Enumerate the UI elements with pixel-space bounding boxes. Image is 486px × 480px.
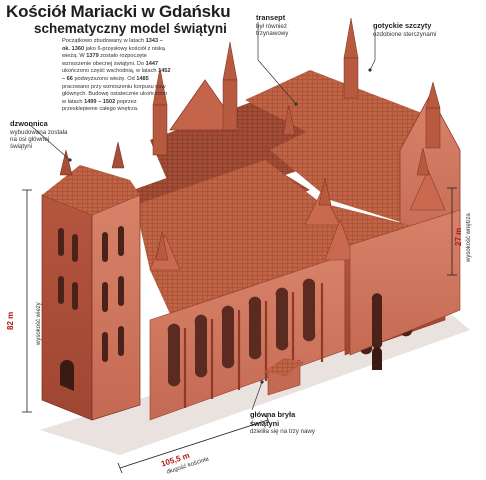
intro-date: 1343 – ok. 1360 <box>62 38 163 52</box>
east-gable <box>169 79 241 131</box>
callout-transept-heading: transept <box>256 13 286 22</box>
tower-height-text: wysokość wieży <box>36 302 42 345</box>
leader-lines <box>29 22 376 411</box>
callout-body-text: dzieliła się na trzy nawy <box>250 428 315 436</box>
page-subtitle: schematyczny model świątyni <box>34 21 227 36</box>
church-length-line <box>117 414 271 474</box>
intro-text: poprzez przesklepienie całego wnętrza. <box>62 98 139 113</box>
tower-height-line <box>22 189 32 413</box>
intro-text: podwyższono wieżę. Od <box>72 75 137 82</box>
intro-date: 1452 – 66 <box>62 68 171 82</box>
intro-date: 1447 <box>145 60 159 67</box>
nave-height-line <box>447 187 457 276</box>
tower-windows <box>58 226 124 362</box>
callout-body-heading: główna bryła świątyni <box>250 410 296 428</box>
intro-text: jako 6-przęsłowy kościół z niską wieżą. … <box>62 45 165 60</box>
callout-tower: dzwonnica wybudowana została na osi głów… <box>10 119 72 151</box>
nave-height-text: wysokość wnętrza <box>466 213 472 262</box>
callout-gables: gotyckie szczyty ozdobione sterczynami <box>373 21 465 38</box>
nave-height-label: 27 m <box>454 228 463 246</box>
nave-height-caption: wysokość wnętrza <box>466 213 472 262</box>
east-window <box>371 293 383 349</box>
tower-door <box>60 360 74 391</box>
intro-date: 1499 – 1502 <box>84 98 116 105</box>
callout-body: główna bryła świątyni dzieliła się na tr… <box>250 410 320 436</box>
porch-roof <box>264 358 304 376</box>
callout-tower-heading: dzwonnica <box>10 119 48 128</box>
intro-text: ukończono część wschodnią, w latach <box>62 68 159 75</box>
callout-transept: transept był również trzynawowy <box>256 13 320 37</box>
tower-top <box>42 165 140 215</box>
page-title: Kościół Mariacki w Gdańsku <box>6 2 231 21</box>
callout-gables-heading: gotyckie szczyty <box>373 21 432 30</box>
intro-text: Początkowo zbudowany w latach <box>62 38 146 44</box>
intro-date: 1379 <box>86 53 99 60</box>
east-door <box>372 347 382 370</box>
intro-paragraph: Początkowo zbudowany w latach 1343 – ok.… <box>62 38 172 114</box>
tower-height-label: 82 m <box>6 312 15 330</box>
tower-side <box>91 194 141 421</box>
intro-text: zostało rozpoczęte wznoszenie obecnej św… <box>62 53 147 67</box>
leader-dots <box>68 68 372 384</box>
buttresses <box>183 283 324 408</box>
intro-text: pracowano przy wznoszeniu korpusu naw gł… <box>62 83 168 105</box>
tower-height-caption: wysokość wieży <box>36 302 42 345</box>
tower-height-value: 82 m <box>6 311 15 330</box>
tower-corner-turrets <box>59 141 125 176</box>
callout-transept-text: był również trzynawowy <box>256 22 289 37</box>
pinnacles <box>152 17 441 261</box>
intro-date: 1485 <box>136 75 149 82</box>
nave-height-value: 27 m <box>454 227 463 246</box>
callout-tower-text: wybudowana została na osi głównej świąty… <box>10 128 68 151</box>
callout-gables-text: ozdobione sterczynami <box>373 30 437 38</box>
